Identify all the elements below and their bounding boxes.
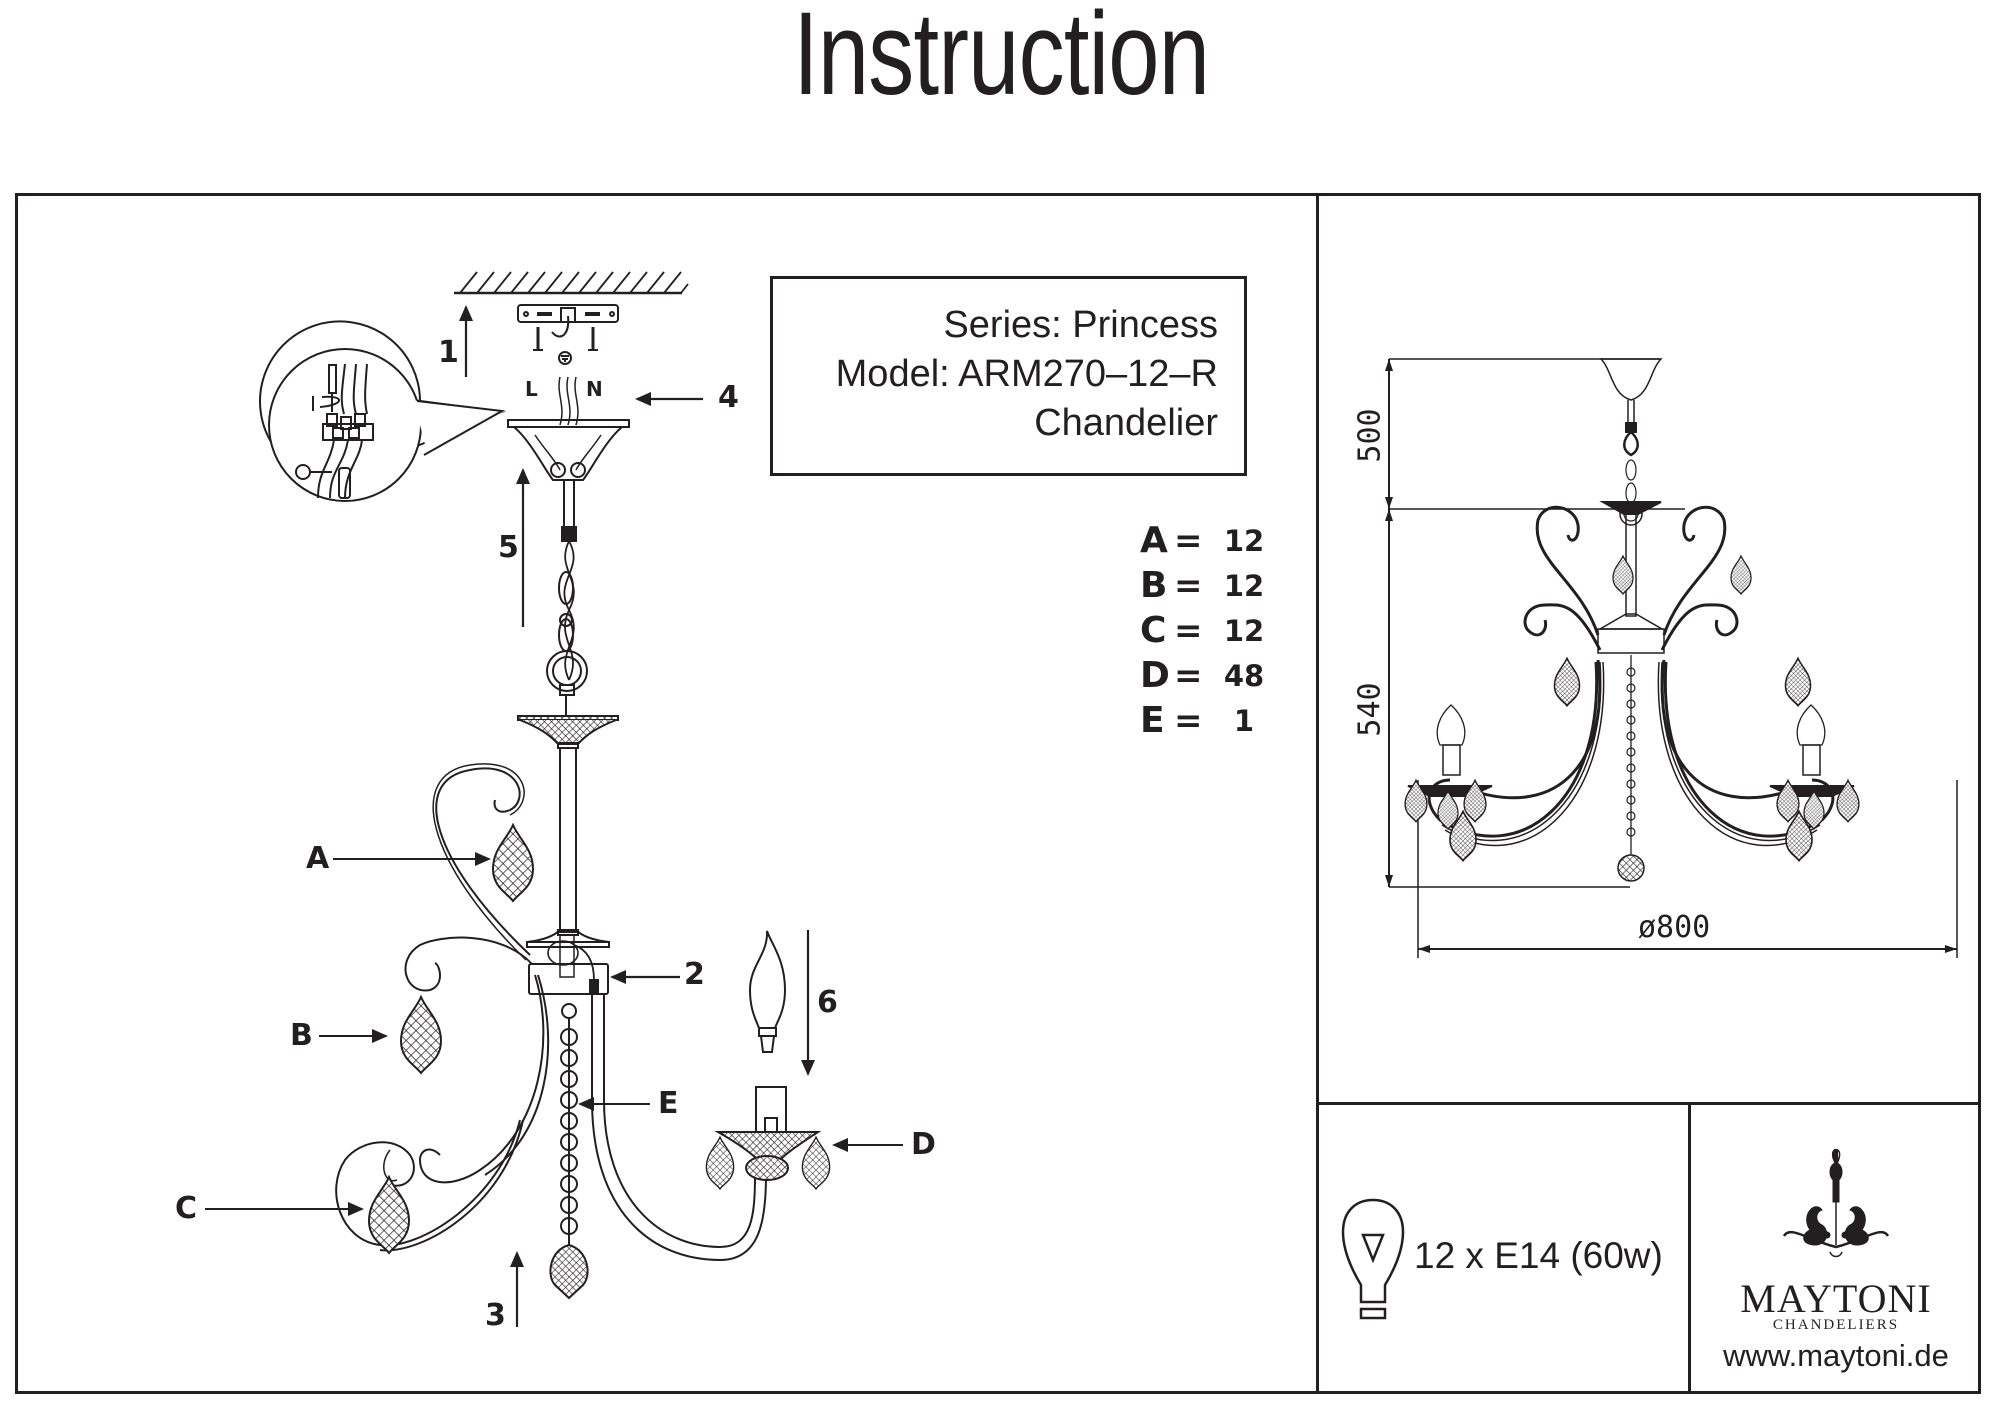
page-title: Instruction: [793, 0, 1210, 120]
part-quantity: 1: [1233, 703, 1255, 738]
part-label: D: [1140, 655, 1170, 696]
step-number-6: 6: [817, 985, 838, 1020]
canopy: [507, 376, 630, 542]
panel-divider-horizontal: [1316, 1102, 1981, 1105]
website-link[interactable]: www.maytoni.de: [1723, 1338, 1949, 1373]
part-row-d: D = 48: [1140, 653, 1274, 698]
callout-label-d: D: [911, 1127, 936, 1162]
upper-cup: [517, 715, 619, 749]
series-text: Series: Princess: [943, 304, 1218, 346]
part-label: A: [1140, 520, 1168, 561]
dimension-diameter-label: ø800: [1638, 910, 1711, 945]
callout-label-c: C: [175, 1191, 198, 1226]
live-wire-label: L: [525, 377, 538, 401]
callout-label-a: A: [306, 841, 330, 876]
step-number-2: 2: [684, 957, 705, 992]
ornament-chandelier-logo-icon: [1782, 1148, 1890, 1258]
chain: [546, 540, 588, 715]
screwdriver-icon: [312, 364, 340, 412]
part-label: B: [1140, 565, 1168, 606]
part-equals: =: [1174, 655, 1203, 696]
candle-socket: [755, 1086, 787, 1133]
part-row-a: A = 12: [1140, 518, 1274, 563]
model-text: Model: ARM270–12–R: [835, 353, 1218, 395]
neutral-wire-label: N: [586, 377, 603, 401]
step-number-5: 5: [498, 530, 519, 565]
wiring-detail-callout: [259, 320, 507, 502]
crystal-pendant-b: [400, 996, 442, 1074]
step-number-3: 3: [485, 1298, 506, 1333]
center-stem: [559, 747, 577, 933]
callout-label-b: B: [290, 1018, 313, 1053]
brand-tagline: CHANDELIERS: [1772, 1317, 1900, 1333]
part-quantity: 12: [1223, 568, 1265, 603]
ceiling-icon: [454, 271, 689, 295]
part-equals: =: [1174, 565, 1203, 606]
light-bulb-icon: [1341, 1198, 1405, 1320]
part-quantity: 12: [1223, 613, 1265, 648]
candle-bulb-icon: [748, 930, 787, 1053]
step-number-4: 4: [718, 380, 739, 415]
callout-label-e: E: [658, 1086, 679, 1121]
parts-list: A = 12 B = 12 C = 12 D = 48 E = 1: [1140, 518, 1274, 743]
ceiling-mount-bracket-icon: [517, 304, 619, 351]
crystal-ball-icon: [549, 1243, 589, 1300]
crystal-pendant-c: [368, 1176, 410, 1254]
crystal-bead-chain: [549, 1003, 589, 1300]
part-quantity: 48: [1223, 658, 1265, 693]
part-equals: =: [1174, 700, 1203, 741]
scroll-arm: [335, 763, 550, 1252]
central-hub: [526, 929, 610, 995]
step-number-1: 1: [438, 335, 459, 370]
product-info-box: Series: Princess Model: ARM270–12–R Chan…: [770, 276, 1247, 476]
part-label: C: [1140, 610, 1167, 651]
crystal-pendant-a: [492, 824, 534, 902]
part-row-b: B = 12: [1140, 563, 1274, 608]
panel-divider-vertical: [1316, 193, 1319, 1394]
product-type-text: Chandelier: [1034, 402, 1218, 444]
brand-name: MAYTONI: [1740, 1276, 1932, 1321]
part-row-e: E = 1: [1140, 698, 1274, 743]
spec-brand-divider: [1688, 1102, 1691, 1394]
part-equals: =: [1174, 520, 1203, 561]
ground-symbol-icon: [558, 351, 572, 365]
bulb-spec-text: 12 x E14 (60w): [1414, 1235, 1663, 1276]
dimension-540-label: 540: [1352, 682, 1388, 737]
part-label: E: [1140, 700, 1165, 741]
dimension-500-label: 500: [1352, 408, 1388, 463]
candle-arm: [591, 994, 831, 1262]
part-quantity: 12: [1223, 523, 1265, 558]
part-row-c: C = 12: [1140, 608, 1274, 653]
drawing-frame: [15, 193, 1981, 1394]
dimension-drawing: [1385, 358, 1958, 958]
part-equals: =: [1174, 610, 1203, 651]
